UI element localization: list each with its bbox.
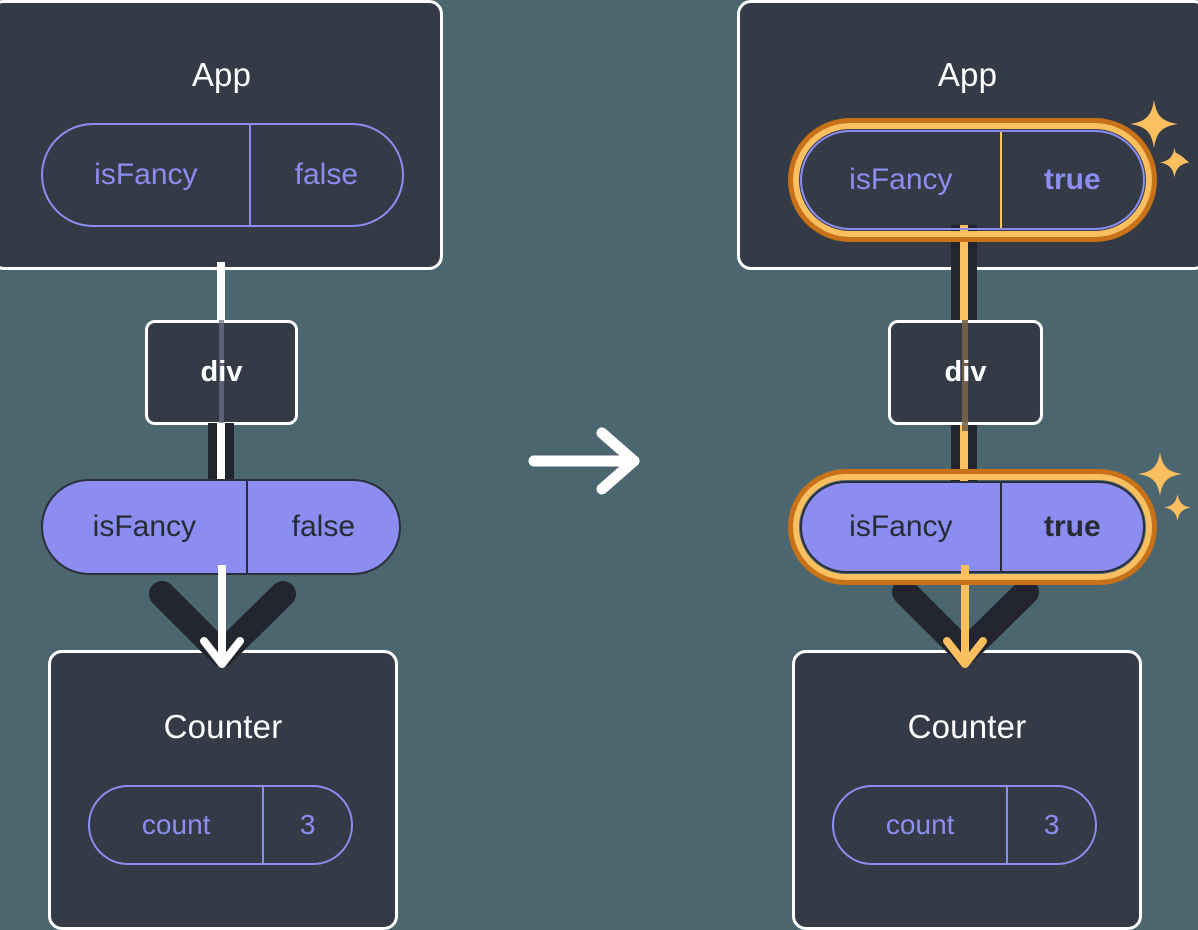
sparkle-icon-app-large: [1128, 98, 1180, 150]
div-node-before: div: [145, 320, 298, 431]
flow-arrow-core-before: [190, 565, 254, 673]
prop-pill-key-after: isFancy: [849, 510, 953, 543]
counter-card-title-after: Counter: [907, 708, 1027, 745]
connector-app-to-div-core-after: [960, 225, 968, 325]
state-pill-value: false: [248, 125, 402, 225]
connector-div-to-prop-core-before: [217, 423, 225, 483]
connector-app-to-div-before: [217, 262, 225, 322]
state-pill-before: isFancy false: [41, 123, 404, 227]
state-pill-key-after: isFancy: [849, 163, 953, 196]
div-node-label: div: [200, 356, 243, 388]
count-pill-before: count 3: [88, 785, 353, 865]
transition-arrow: [528, 425, 648, 497]
prop-pill-value: false: [245, 481, 399, 573]
state-pill-after: isFancy true: [800, 130, 1145, 230]
counter-card-title: Counter: [163, 708, 283, 745]
state-pill-key: isFancy: [94, 158, 198, 191]
count-pill-key-after: count: [885, 809, 955, 840]
prop-pill-before: isFancy false: [41, 479, 401, 575]
prop-pill-key: isFancy: [92, 510, 197, 543]
sparkle-icon-prop-small: [1163, 493, 1192, 522]
state-pill-value-after: true: [999, 132, 1143, 228]
div-node-after: div: [888, 320, 1043, 431]
div-internal-line-before: [219, 320, 224, 431]
prop-pill-value-after: true: [999, 483, 1143, 571]
sparkle-icon-app-small: [1159, 147, 1190, 178]
app-card-title-after: App: [937, 56, 998, 93]
flow-arrow-core-after: [933, 565, 997, 673]
div-internal-line-after: [962, 320, 968, 431]
div-node-label-after: div: [944, 356, 987, 388]
app-card-title: App: [191, 56, 252, 93]
connector-div-to-prop-core-after: [960, 423, 968, 483]
prop-pill-after: isFancy true: [800, 481, 1145, 573]
count-pill-value-after: 3: [1006, 787, 1095, 863]
sparkle-icon-prop-large: [1136, 450, 1184, 498]
count-pill-key: count: [141, 809, 211, 840]
count-pill-value: 3: [262, 787, 351, 863]
count-pill-after: count 3: [832, 785, 1097, 865]
